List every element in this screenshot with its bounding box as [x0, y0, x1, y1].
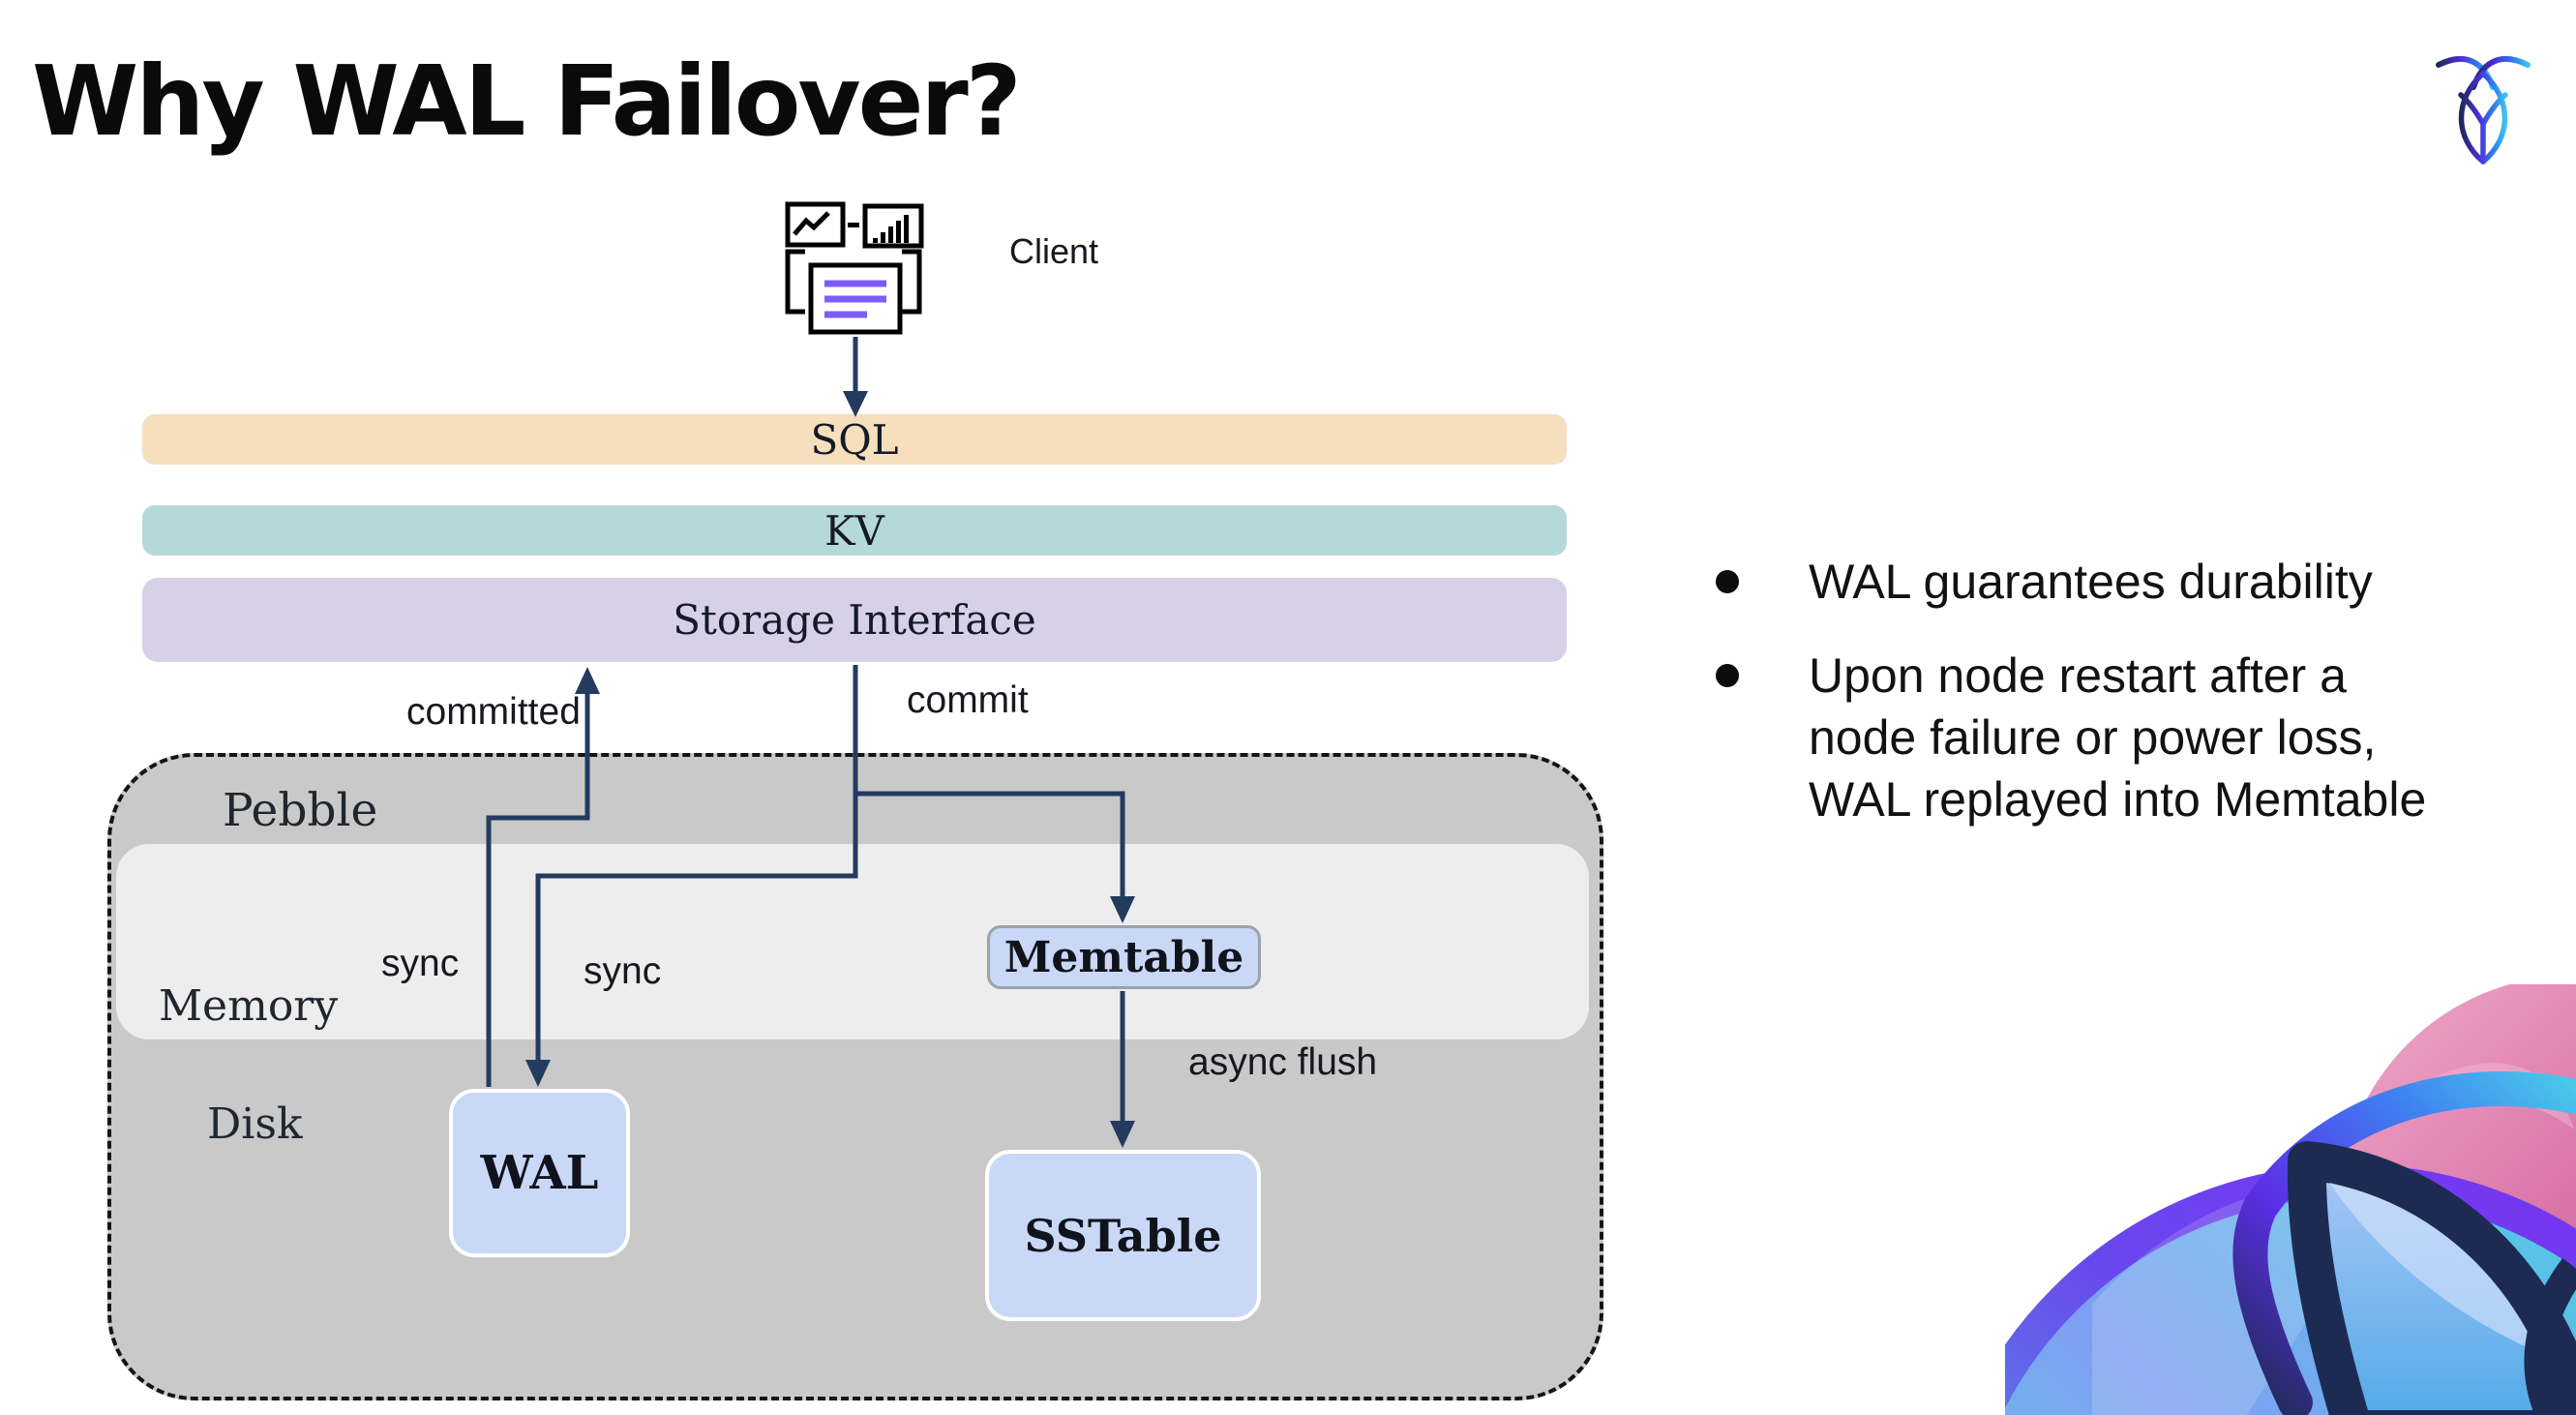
- bullet-item: Upon node restart after a node failure o…: [1809, 645, 2426, 830]
- commit-edge-label: commit: [907, 679, 1029, 721]
- memory-zone-label: Memory: [159, 981, 339, 1031]
- arrowhead-into-storage: [575, 667, 600, 694]
- sstable-node: SSTable: [985, 1150, 1261, 1321]
- wal-node: WAL: [449, 1089, 630, 1257]
- bullet-line: node failure or power loss,: [1809, 710, 2377, 765]
- bullet-line: WAL guarantees durability: [1809, 555, 2373, 609]
- bullet-item: WAL guarantees durability: [1809, 551, 2373, 613]
- layer-kv-label: KV: [824, 506, 884, 555]
- bullet-line: WAL replayed into Memtable: [1809, 772, 2427, 827]
- memtable-node: Memtable: [987, 925, 1261, 989]
- sync-left-edge-label: sync: [381, 943, 460, 984]
- bullet-dot: [1716, 570, 1739, 593]
- client-workstation-icon: [780, 199, 927, 337]
- disk-zone-label: Disk: [207, 1099, 303, 1149]
- wal-node-label: WAL: [480, 1146, 599, 1200]
- cockroachdb-logo-icon: [2435, 39, 2531, 165]
- cockroachdb-brand-art: [2005, 984, 2576, 1415]
- layer-sql-label: SQL: [810, 415, 899, 464]
- bullet-dot: [1716, 664, 1739, 687]
- pebble-label: Pebble: [223, 784, 378, 837]
- page-title: Why WAL Failover?: [32, 45, 1022, 158]
- sstable-node-label: SSTable: [1024, 1209, 1222, 1262]
- bullet-line: Upon node restart after a: [1809, 648, 2347, 703]
- layer-kv: KV: [142, 505, 1567, 556]
- client-label: Client: [1009, 231, 1099, 271]
- sync-right-edge-label: sync: [584, 950, 662, 992]
- layer-storage-interface-label: Storage Interface: [673, 596, 1036, 644]
- layer-sql: SQL: [142, 414, 1567, 465]
- layer-storage-interface: Storage Interface: [142, 578, 1567, 662]
- async-flush-edge-label: async flush: [1188, 1041, 1378, 1083]
- arrowhead-into-sql: [843, 391, 868, 417]
- memtable-node-label: Memtable: [1003, 932, 1244, 982]
- committed-edge-label: committed: [406, 691, 581, 733]
